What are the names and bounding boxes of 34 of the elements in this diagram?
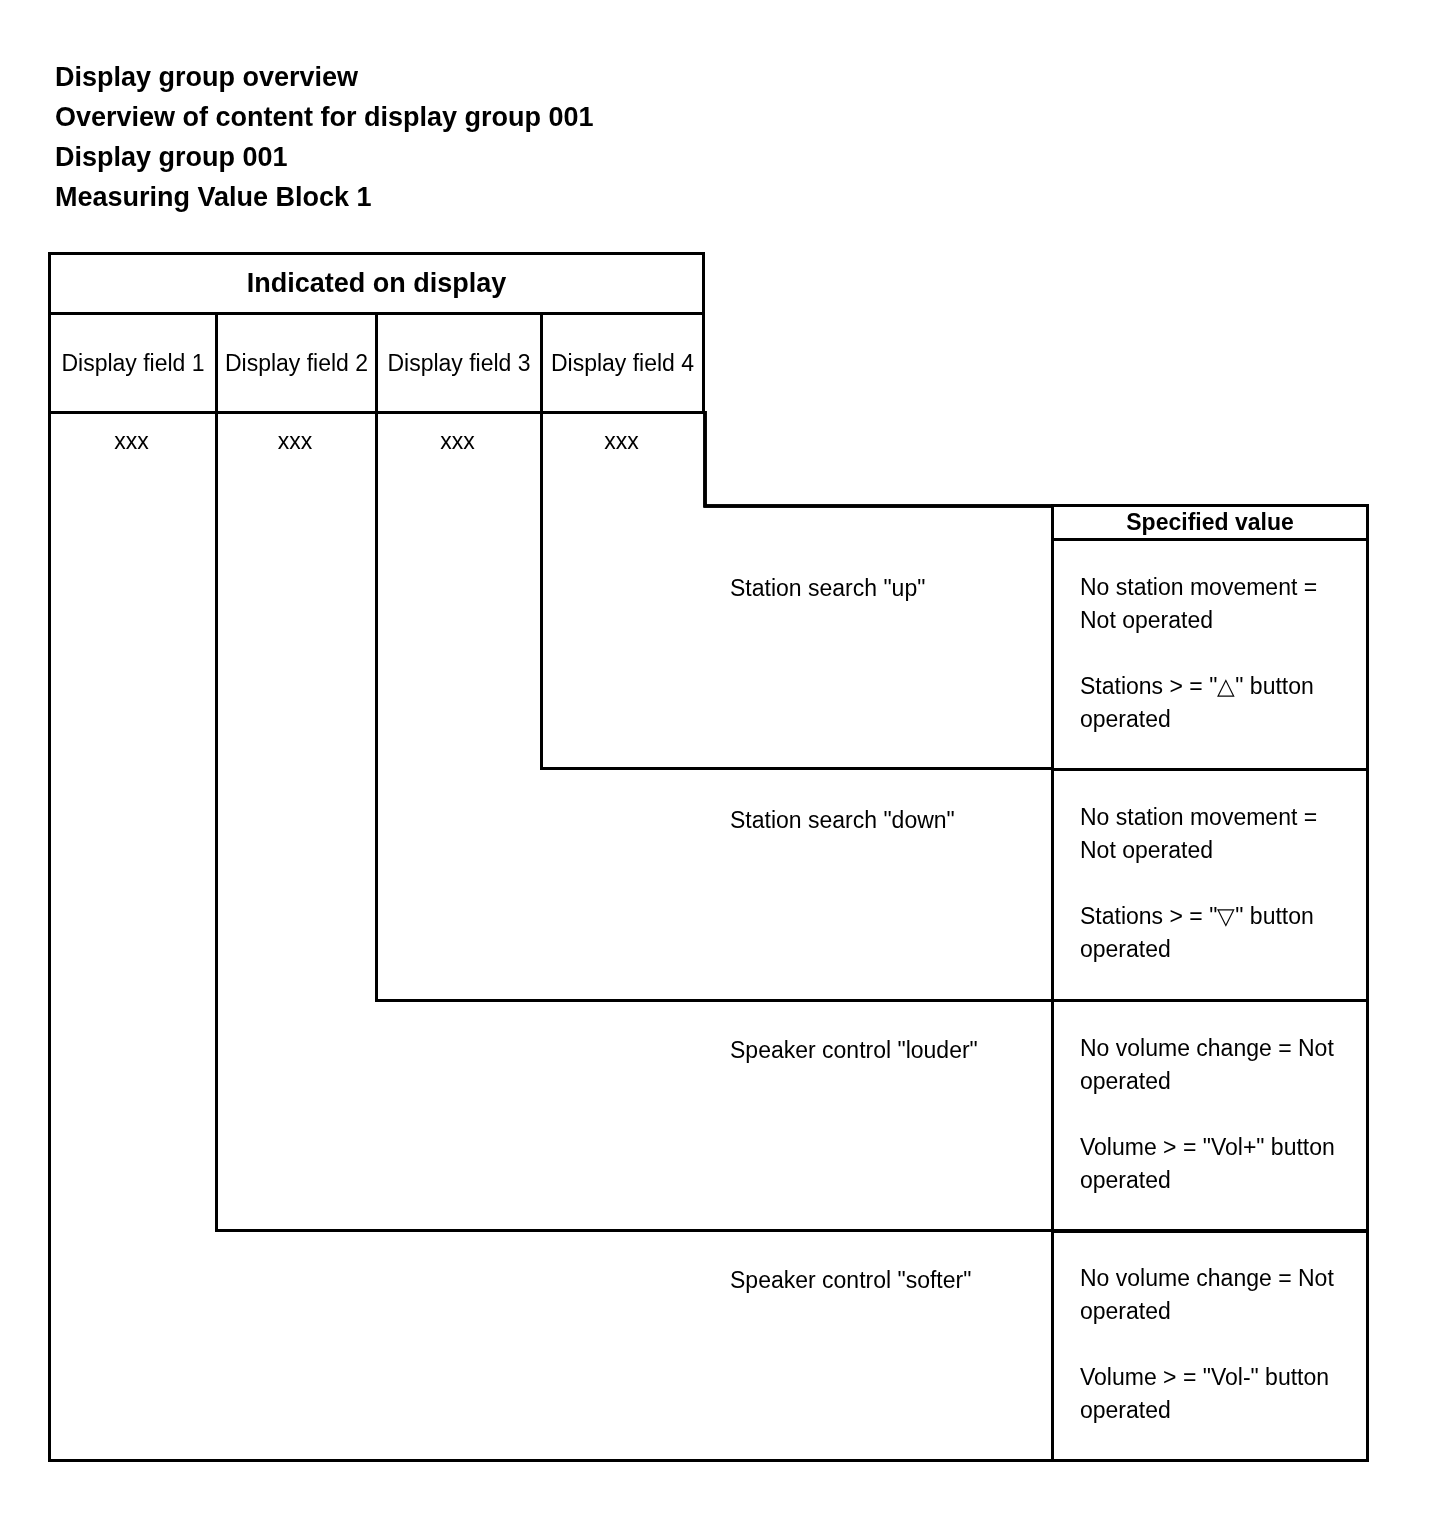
row-label: Speaker control "louder" <box>730 1036 978 1065</box>
title: Display group overview <box>55 62 359 93</box>
cell-text: No volume change = Not operated <box>1080 1264 1335 1326</box>
row-label: Speaker control "softer" <box>730 1266 972 1295</box>
heading-text: Overview of content for display group 001 <box>55 102 594 133</box>
row-label: Station search "up" <box>730 574 926 603</box>
table-region <box>375 411 1054 1002</box>
header-text: Display field 1 <box>61 348 205 378</box>
row-label: Station search "down" <box>730 806 955 835</box>
header-cell <box>1051 504 1369 541</box>
table-region <box>48 411 1054 1462</box>
cell-text: No station movement = Not operated <box>1080 803 1319 865</box>
cell-text: xxx <box>276 427 314 456</box>
heading-text: Measuring Value Block 1 <box>55 182 372 213</box>
cell-text: xxx <box>113 427 150 456</box>
header-cell <box>48 252 705 315</box>
cell-text: xxx <box>603 427 640 456</box>
cell-text: xxx <box>439 427 476 456</box>
table-cell <box>1051 1229 1369 1462</box>
cell-text: No station movement = Not operated <box>1080 573 1319 635</box>
cell-text: Volume > = "Vol-" button operated <box>1080 1363 1331 1425</box>
header-text: Display field 3 <box>387 348 531 378</box>
header-text: Display field 2 <box>224 348 369 378</box>
cell-text: Volume > = "Vol+" button operated <box>1080 1133 1336 1195</box>
header-text: Indicated on display <box>246 267 507 300</box>
heading-text: Display group 001 <box>55 142 288 173</box>
header-text: Display field 4 <box>550 348 695 378</box>
cell-text: Stations > = "△" button operated <box>1080 672 1315 734</box>
table-region <box>540 411 1054 770</box>
header-text: Specified value <box>1126 508 1294 537</box>
cell-text: Stations > = "▽" button operated <box>1080 902 1315 964</box>
cell-text: No volume change = Not operated <box>1080 1034 1335 1096</box>
table-cell <box>1051 999 1369 1233</box>
table-region <box>215 411 1054 1232</box>
